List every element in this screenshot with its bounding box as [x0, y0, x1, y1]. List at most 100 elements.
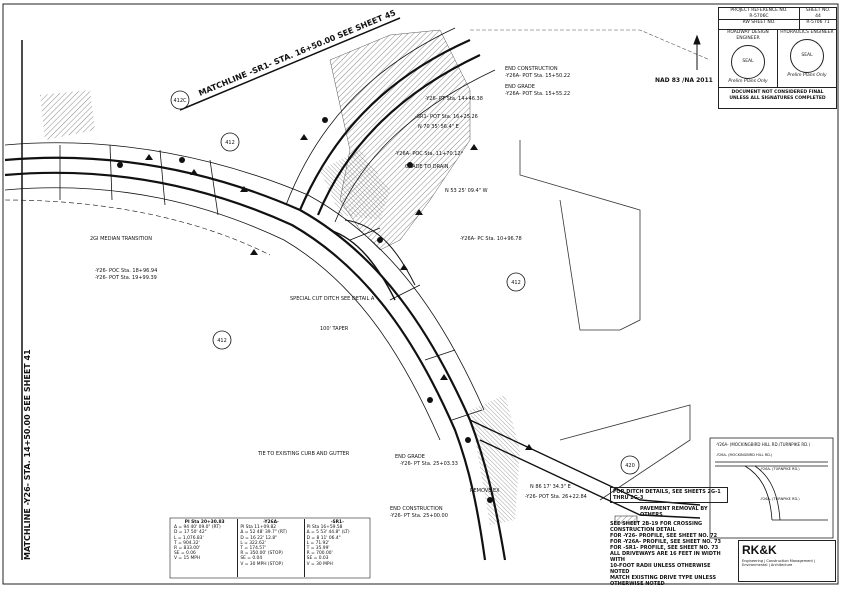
callout-label: -Y26- PT Sta. 25+03.33 [400, 461, 458, 467]
curve-line: T = 904.32' [174, 540, 200, 546]
callout-label: 2GI MEDIAN TRANSITION [90, 236, 152, 242]
profile-note-2: FOR -Y26A- PROFILE, SEE SHEET NO. 73 [610, 539, 722, 545]
datum-label: NAD 83 /NA 2011 [655, 77, 713, 84]
property-line-upper [470, 29, 711, 61]
hydraulics-label: HYDRAULICS ENGINEER [780, 30, 834, 35]
curve-line: SE = 0.06 [174, 551, 196, 557]
legend-text: PAVEMENT REMOVAL BY OTHERS [640, 506, 708, 518]
ditch-note: FOR DITCH DETAILS, SEE SHEETS 2G-1 THRU … [610, 487, 728, 503]
project-ref-value: R-5706C [749, 14, 769, 19]
hatched-area-left [40, 90, 95, 140]
hydraulics-seal-cell: HYDRAULICS ENGINEER SEAL Prelim Plans On… [778, 30, 836, 87]
curve-line: T = 174.57' [240, 546, 267, 552]
project-ref-cell: PROJECT REFERENCE NO. R-5706C [719, 8, 800, 19]
circle-symbol [117, 162, 123, 168]
sheet-no-value: 44 [815, 14, 821, 19]
road-sr1 [285, 27, 496, 223]
curve-title: -Y26A- [263, 520, 279, 525]
driveway-note-4: OTHERWISE NOTED [610, 581, 665, 587]
callout-label: REMOVE EX [470, 488, 500, 494]
notice: DOCUMENT NOT CONSIDERED FINAL UNLESS ALL… [719, 88, 836, 102]
prelim-right: Prelim Plans Only [787, 73, 827, 78]
triangle-symbol [470, 144, 478, 150]
curve-line: R = 350.00' (STOP) [240, 551, 283, 557]
rw-sheet-label: RW SHEET NO. [719, 20, 800, 29]
driveway-note-1: ALL DRIVEWAYS ARE 16 FEET IN WIDTH WITH [610, 551, 721, 563]
inset-title: -Y26A- (MOCKINGBIRD HILL RD./TURNPIKE RD… [716, 442, 810, 447]
curve-line: R = 833.00' [174, 546, 201, 552]
curve-line: L = 1,076.83' [174, 535, 204, 541]
curve-line: Δ = 5 53' 44.8" (LT) [306, 530, 350, 536]
curve-line: V = 15 MPH [174, 556, 201, 562]
callout-label: N 86 17' 34.3" E [530, 484, 571, 490]
triangle-symbol [145, 154, 153, 160]
curve-title: PI Sta 20+30.83 [184, 520, 225, 525]
callout-label: -Y26- POC Sta. 18+96.94 [95, 268, 157, 274]
roadway-design-label: ROADWAY DESIGN ENGINEER [727, 30, 769, 41]
curve-line: SE = 0.04 [240, 556, 263, 562]
callout-label: N 70 35' 56.4" E [418, 124, 459, 130]
triangle-symbol [400, 264, 408, 270]
matchline-left-text: MATCHLINE -Y26- STA. 14+50.00 SEE SHEET … [23, 349, 32, 560]
triangle-symbol [240, 186, 248, 192]
curve-line: R = 700.00' [306, 551, 333, 557]
driveway-note-3: MATCH EXISTING DRIVE TYPE UNLESS [610, 575, 717, 581]
callout-label: END GRADE [395, 454, 425, 460]
curve-line: Δ = 94 40' 09.0" (RT) [174, 525, 221, 531]
road-y26 [4, 142, 507, 561]
triangle-symbol [415, 209, 423, 215]
callout-label: GRADE TO DRAIN [405, 164, 449, 170]
triangle-symbol [440, 374, 448, 380]
rw-sheet-value: R-5706 71 [806, 20, 830, 25]
parcel-label: 412 [225, 140, 235, 146]
curve-title: -SR1- [330, 520, 344, 525]
curve-line: SE = 0.03 [306, 556, 329, 562]
circle-symbol [427, 397, 433, 403]
triangle-symbol [300, 134, 308, 140]
parcel-circle [620, 455, 640, 475]
hatched-area-north [329, 29, 471, 251]
prelim-left: Prelim Plans Only [728, 79, 768, 84]
title-block: PROJECT REFERENCE NO. R-5706C SHEET NO. … [718, 7, 837, 109]
station-ticks [59, 144, 483, 421]
curve-line: T = 35.99' [306, 546, 330, 552]
curve-line: D = 17 50' 42" [174, 530, 207, 536]
circle-symbol [179, 157, 185, 163]
circle-symbol [322, 117, 328, 123]
circle-symbol [377, 237, 383, 243]
property-line-southeast [559, 404, 691, 501]
notice-line-2: UNLESS ALL SIGNATURES COMPLETED [729, 96, 826, 101]
sheet-border [2, 3, 839, 585]
callout-label: -SR1- POT Sta. 16+25.26 [415, 114, 478, 120]
road-y26a [329, 219, 701, 519]
callout-label: END CONSTRUCTION [505, 66, 558, 72]
firm-tagline: Engineering | Construction Management | … [742, 559, 816, 567]
driveway-note-2: 10-FOOT RADII UNLESS OTHERWISE NOTED [610, 563, 711, 575]
crossing-note: SEE SHEET 2B-19 FOR CROSSING CONSTRUCTIO… [610, 521, 703, 533]
callout-label: -Y26- POT Sta. 19+99.39 [95, 275, 157, 281]
circle-symbol [487, 497, 493, 503]
parcel-label: 412 [511, 280, 521, 286]
curve-line: L = 322.62' [240, 540, 266, 546]
callout-label: -Y26A- POT Sta. 15+50.22 [505, 73, 570, 79]
inset-label-3: -Y26A- (TURNPIKE RD.) [760, 497, 800, 501]
profile-note-3: FOR -SR1- PROFILE, SEE SHEET NO. 73 [610, 545, 719, 551]
notes-block: FOR DITCH DETAILS, SEE SHEETS 2G-1 THRU … [610, 487, 728, 587]
inset-label-2: -Y26A- (TURNPIKE RD.) [760, 467, 800, 471]
seal-right-text: SEAL [801, 53, 813, 58]
triangle-symbol [250, 249, 258, 255]
notice-line-1: DOCUMENT NOT CONSIDERED FINAL [731, 90, 824, 95]
curve-line: Δ = 52 48' 39.7" (RT) [240, 530, 288, 536]
inset-label-1: -Y26A- (MOCKINGBIRD HILL RD.) [716, 453, 773, 457]
callout-label: -Y26- PT Sta. 25+00.00 [390, 513, 448, 519]
roadway-seal-cell: ROADWAY DESIGN ENGINEER SEAL Prelim Plan… [719, 30, 778, 87]
firm-logo: RK&K [742, 543, 777, 557]
callout-label: END CONSTRUCTION [390, 506, 443, 512]
callout-labels: END CONSTRUCTION-Y26A- POT Sta. 15+50.22… [90, 66, 587, 519]
callout-label: -Y26- POT Sta. 26+22.84 [525, 494, 587, 500]
parcel-circle [212, 330, 232, 350]
